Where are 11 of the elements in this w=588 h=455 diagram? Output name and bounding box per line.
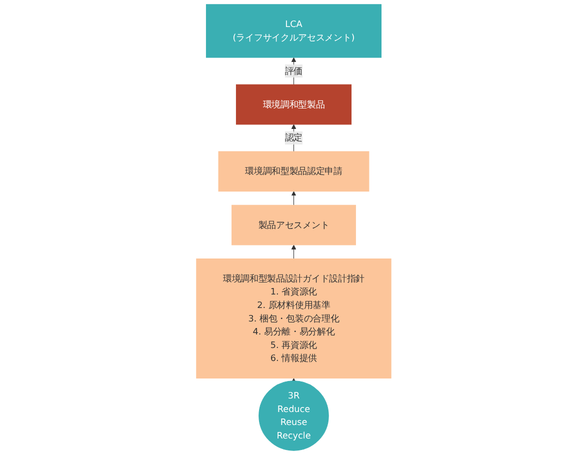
node-box: 環境調和型製品設計ガイド設計指針 1. 省資源化 2. 原材料使用基準 3. 梱包・包装の合理化 4. 易分離・易分解化 5. 再資源化 6. 情報提供 xyxy=(196,258,392,378)
node-box: 製品アセスメント xyxy=(232,204,356,246)
arrow xyxy=(292,191,296,206)
arrow xyxy=(292,57,296,85)
arrow xyxy=(292,244,296,260)
edge-label: 認定 xyxy=(285,132,303,143)
node-circle: 3R Reduce Reuse Recycle xyxy=(258,380,330,451)
edge-label: 評価 xyxy=(285,66,303,76)
node-box: LCA (ライフサイクルアセスメント) xyxy=(206,4,382,58)
node-box: 環境調和型製品 xyxy=(236,84,352,125)
node-box: 環境調和型製品認定申請 xyxy=(218,151,370,192)
